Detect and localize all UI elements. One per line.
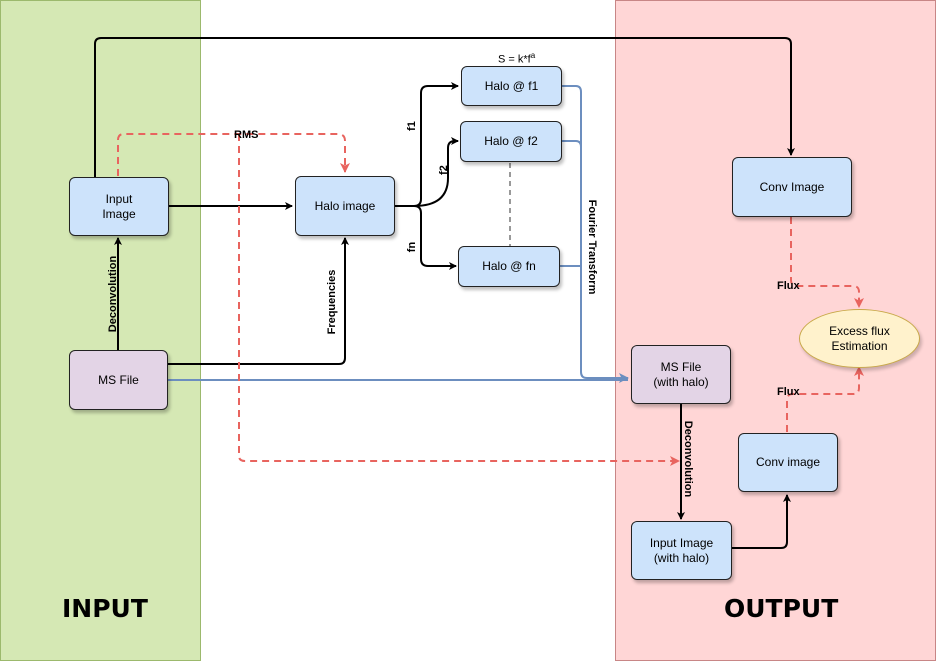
ms-file-halo-line1: MS File — [660, 359, 702, 374]
input-image-halo-line2: (with halo) — [653, 550, 710, 565]
edge-rms-down — [238, 134, 680, 466]
frequencies-label: Frequencies — [326, 269, 338, 335]
scaling-formula: S = k*fa — [498, 51, 535, 66]
input-image-line2: Image — [102, 206, 136, 221]
deconvolution-right-label: Deconvolution — [682, 420, 694, 498]
ms-file-label: MS File — [98, 372, 139, 387]
halo-f2-label: Halo @ f2 — [484, 134, 538, 148]
conv-image-bottom-label: Conv image — [755, 455, 821, 469]
flux-bottom-label: Flux — [777, 386, 800, 398]
edge-input-to-conv — [94, 37, 795, 177]
ms-file-halo-line2: (with halo) — [653, 374, 709, 389]
flux-top-label: Flux — [777, 280, 800, 292]
ms-file-halo-node[interactable]: MS File(with halo) — [631, 345, 731, 404]
fourier-transform-label: Fourier Transform — [586, 199, 598, 295]
input-image-line1: Input — [105, 191, 133, 206]
f2-label: f2 — [438, 165, 450, 175]
halo-fn-label: Halo @ fn — [482, 259, 536, 273]
edge-conv-bottom-flux — [786, 366, 864, 432]
halo-image-label: Halo image — [314, 198, 376, 213]
f1-label: f1 — [406, 121, 418, 131]
input-region — [0, 0, 201, 661]
edge-f2-fourier — [562, 140, 582, 260]
formula-base: S = k*f — [498, 53, 531, 66]
halo-f2-node[interactable]: Halo @ f2 — [460, 121, 562, 162]
output-title: OUTPUT — [724, 594, 839, 623]
conv-image-top-node[interactable]: Conv Image — [732, 157, 852, 217]
formula-exponent: a — [530, 51, 536, 60]
edge-rms-top — [117, 133, 350, 176]
conv-image-top-label: Conv Image — [759, 179, 825, 194]
input-title: INPUT — [62, 594, 148, 623]
rms-label: RMS — [234, 129, 259, 141]
edge-halo-to-fn — [413, 205, 457, 270]
input-image-halo-line1: Input Image — [649, 535, 714, 550]
edge-inputh-to-conv — [732, 494, 791, 549]
input-image-halo-node[interactable]: Input Image(with halo) — [631, 521, 732, 580]
deconvolution-left-label: Deconvolution — [107, 255, 119, 333]
edge-ms-to-halo — [168, 237, 349, 365]
halo-f1-label: Halo @ f1 — [484, 78, 539, 93]
conv-image-bottom-node[interactable]: Conv image — [738, 433, 838, 492]
halo-image-node[interactable]: Halo image — [295, 176, 395, 236]
excess-flux-line1: Excess flux — [829, 323, 890, 338]
fn-label: fn — [406, 241, 418, 253]
edge-conv-top-flux — [790, 217, 864, 308]
halo-f1-node[interactable]: Halo @ f1 — [461, 66, 562, 106]
halo-fn-node[interactable]: Halo @ fn — [458, 246, 560, 287]
edge-halo-to-f2 — [413, 137, 459, 207]
excess-flux-line2: Estimation — [831, 338, 888, 353]
ms-file-node[interactable]: MS File — [69, 350, 168, 410]
